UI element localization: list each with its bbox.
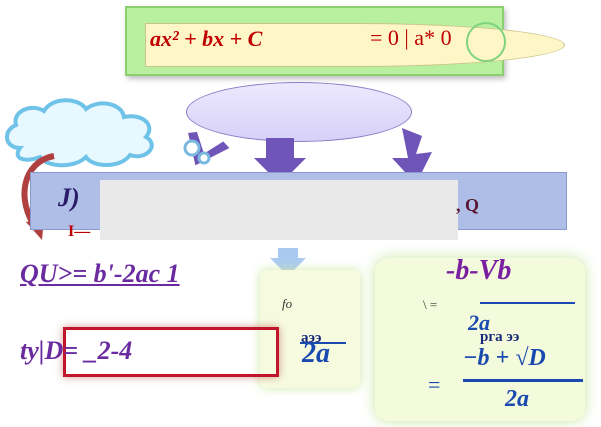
right-formula-panel (375, 258, 585, 421)
label-rga: рга ээ (480, 329, 520, 345)
arrow-down-icon (270, 248, 306, 276)
root-formula-top: -b-Vb (446, 255, 512, 286)
label-2a-right: 2a (468, 310, 490, 335)
label-equals: = (428, 372, 441, 397)
highlight-box (63, 327, 279, 377)
fraction-line (480, 302, 575, 304)
fraction-line (463, 379, 583, 382)
arrow-down-icon (183, 128, 432, 184)
equation-rhs: = 0 | a* 0 (370, 25, 452, 50)
discriminant-formula-1: QU>= b'-2ac 1 (20, 259, 180, 288)
label-q: , Q (456, 195, 480, 215)
highlight-circle (466, 22, 506, 62)
center-oval (186, 82, 412, 142)
label-j: J) (58, 183, 80, 212)
fraction-numerator: −b + √D (463, 345, 546, 371)
label-2a-left: 2a (302, 338, 330, 369)
label-i: I— (68, 223, 91, 240)
equation-lhs: ax² + bx + C (150, 26, 263, 51)
fraction-line (300, 342, 346, 344)
discriminant-formula-2: ty|D= _2-4 (20, 336, 133, 365)
blank-box (100, 180, 458, 240)
label-fo: fo (282, 296, 293, 311)
label-backslash: \ = (423, 297, 438, 312)
label-aee: аээ (301, 330, 322, 346)
fraction-denominator: 2a (505, 386, 529, 412)
cloud-icon (5, 98, 154, 168)
